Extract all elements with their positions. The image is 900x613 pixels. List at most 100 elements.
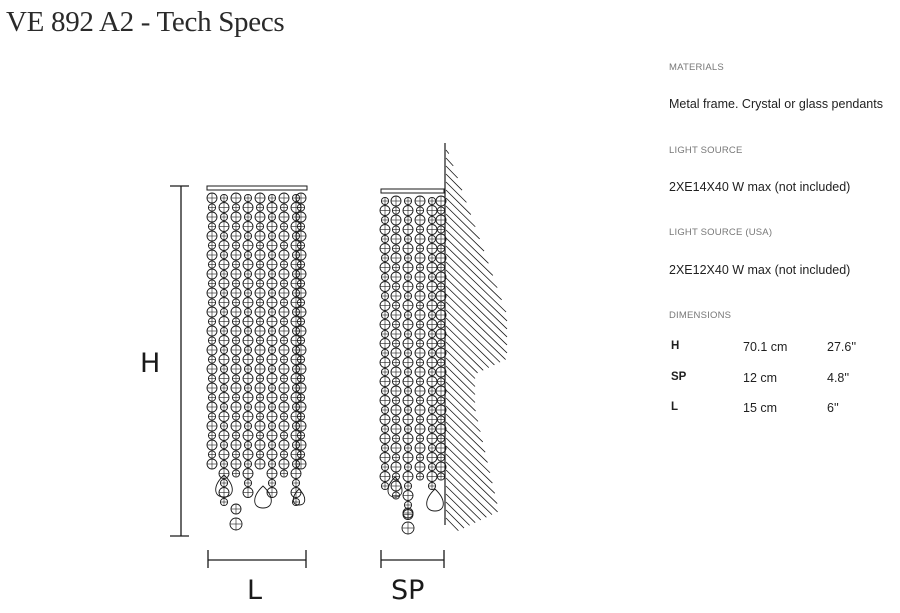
crystal-bead [380, 253, 390, 263]
crystal-bead [436, 377, 446, 386]
crystal-bead [436, 339, 446, 348]
crystal-bead [296, 317, 306, 326]
crystal-bead [230, 287, 242, 299]
crystal-bead [218, 316, 230, 327]
crystal-bead [379, 224, 391, 235]
crystal-bead [380, 234, 390, 244]
crystal-bead [254, 401, 266, 413]
crystal-bead [242, 316, 254, 327]
crystal-bead [231, 203, 241, 212]
crystal-bead [242, 259, 254, 270]
crystal-bead [295, 439, 307, 451]
crystal-bead [242, 411, 254, 422]
crystal-bead [414, 366, 426, 378]
crystal-bead [219, 231, 229, 241]
crystal-bead [402, 262, 414, 273]
crystal-bead [267, 364, 277, 374]
crystal-bead [390, 309, 402, 321]
crystal-bead [279, 355, 289, 364]
crystal-bead [219, 383, 229, 393]
crystal-bead [379, 243, 391, 254]
crystal-bead [254, 420, 266, 432]
length-dimension-line [207, 550, 307, 568]
crystal-bead [391, 453, 401, 462]
crystal-bead [295, 287, 307, 299]
crystal-bead [390, 385, 402, 397]
crystal-bead [278, 382, 290, 394]
crystal-bead [427, 310, 437, 320]
crystal-bead [207, 412, 217, 421]
crystal-bead [436, 472, 446, 481]
crystal-bead [427, 234, 437, 244]
crystal-bead [255, 355, 265, 364]
crystal-bead [218, 240, 230, 251]
crystal-bead [266, 411, 278, 422]
crystal-bead [218, 259, 230, 270]
crystal-bead [379, 262, 391, 273]
crystal-bead [435, 461, 447, 473]
crystal-drop [292, 488, 306, 506]
crystal-bead [279, 374, 289, 383]
light-source-value: 2XE14X40 W max (not included) [669, 180, 851, 194]
crystal-bead [278, 420, 290, 432]
crystal-bead [266, 278, 278, 289]
crystal-bead [435, 423, 447, 435]
crystal-bead [267, 231, 277, 241]
crystal-bead [380, 291, 390, 301]
crystal-bead [230, 230, 242, 242]
height-dimension-line [170, 185, 189, 537]
crystal-bead [242, 392, 254, 403]
technical-drawing: H L SP [140, 143, 508, 606]
crystal-bead [278, 439, 290, 451]
crystal-bead [415, 453, 425, 462]
crystal-bead [296, 393, 306, 402]
dimension-inch: 6'' [827, 401, 839, 415]
crystal-bead [436, 206, 446, 215]
crystal-bead [415, 206, 425, 215]
crystal-bead [218, 392, 230, 403]
crystal-bead [219, 307, 229, 317]
crystal-bead [219, 459, 229, 469]
crystal-bead [207, 203, 217, 212]
crystal-bead [266, 335, 278, 346]
crystal-bead [278, 325, 290, 337]
crystal-bead [390, 366, 402, 378]
crystal-bead [231, 279, 241, 288]
crystal-bead [415, 358, 425, 367]
crystal-bead [279, 298, 289, 307]
crystal-bead [218, 354, 230, 365]
crystal-bead [267, 212, 277, 222]
crystal-bead [267, 478, 277, 488]
crystal-bead [415, 377, 425, 386]
crystal-bead [390, 233, 402, 245]
dimension-inch: 27.6'' [827, 340, 857, 354]
crystal-bead [255, 393, 265, 402]
crystal-bead [206, 344, 218, 356]
crystal-bead [230, 211, 242, 223]
crystal-bead [426, 243, 438, 254]
crystal-bead [242, 202, 254, 213]
crystal-bead [254, 363, 266, 375]
crystal-bead [427, 386, 437, 396]
depth-dimension-label: SP [391, 575, 424, 606]
crystal-bead [402, 395, 414, 406]
crystal-bead [242, 468, 254, 479]
crystal-bead [426, 471, 438, 482]
crystal-bead [278, 306, 290, 318]
crystal-bead [379, 433, 391, 444]
depth-dimension-line [380, 550, 445, 568]
crystal-bead [390, 328, 402, 340]
dimension-cm: 70.1 cm [743, 340, 788, 354]
crystal-bead [219, 250, 229, 260]
crystal-bead [207, 393, 217, 402]
crystal-bead [426, 395, 438, 406]
crystal-bead [243, 440, 253, 450]
crystal-bead [390, 442, 402, 454]
crystal-bead [230, 420, 242, 432]
crystal-bead [436, 282, 446, 291]
crystal-bead [206, 439, 218, 451]
crystal-bead [254, 306, 266, 318]
crystal-bead [414, 214, 426, 226]
crystal-bead [218, 468, 230, 479]
crystal-bead [403, 443, 413, 453]
